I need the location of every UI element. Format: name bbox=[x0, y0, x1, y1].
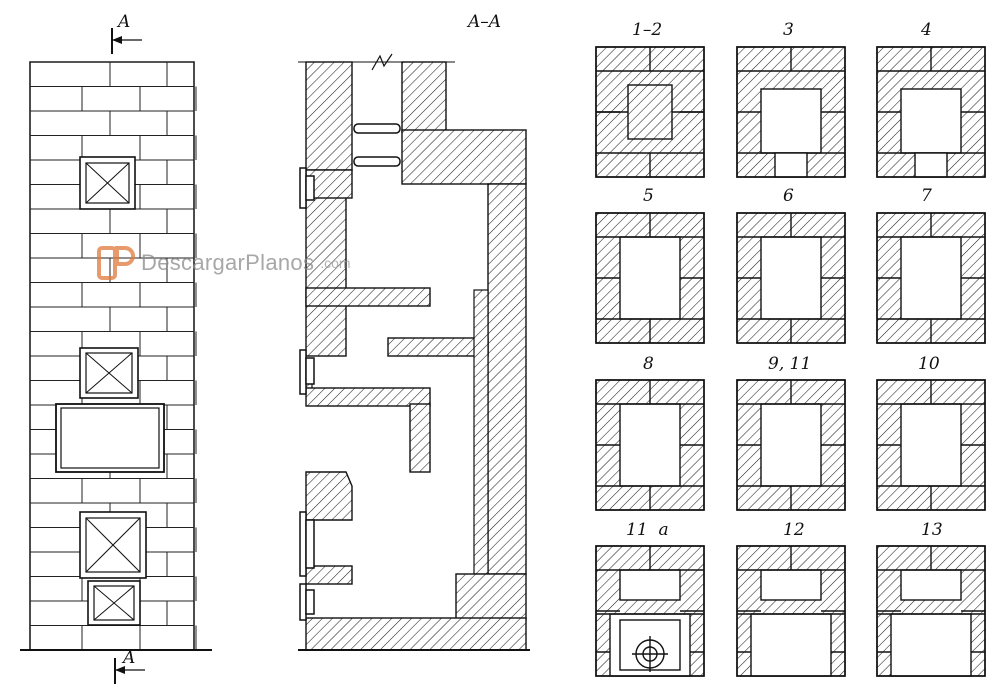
course-plan-c5 bbox=[595, 212, 705, 344]
course-plan-c11a bbox=[595, 545, 705, 677]
section-mark-label-bottom: A bbox=[123, 648, 136, 668]
front-elevation bbox=[20, 28, 212, 684]
course-plan-c4 bbox=[876, 46, 986, 178]
course-plan-c6 bbox=[736, 212, 846, 344]
upper-cleanout-door bbox=[79, 156, 136, 210]
course-plan-c911 bbox=[736, 379, 846, 511]
course-label-8: 8 bbox=[643, 354, 654, 374]
watermark-domain: .com bbox=[320, 255, 351, 271]
watermark: DescargarPlanos .com bbox=[97, 244, 351, 282]
oven-opening bbox=[55, 403, 165, 473]
section-marker-bottom bbox=[114, 658, 145, 684]
fire-door bbox=[79, 511, 147, 579]
course-label-3: 3 bbox=[783, 20, 794, 40]
section-title: A–A bbox=[468, 12, 502, 32]
course-label-1-2: 1–2 bbox=[632, 20, 663, 40]
course-label-6: 6 bbox=[783, 186, 794, 206]
course-plan-c13 bbox=[876, 545, 986, 677]
course-plans bbox=[595, 46, 986, 677]
section-view bbox=[298, 53, 530, 651]
course-label-9-11: 9, 11 bbox=[768, 354, 812, 374]
watermark-name: DescargarPlanos bbox=[141, 250, 315, 275]
course-label-11a: 11 a bbox=[626, 520, 669, 540]
course-plan-c7 bbox=[876, 212, 986, 344]
dp-logo-icon bbox=[97, 246, 135, 280]
middle-cleanout-door bbox=[79, 347, 139, 399]
course-label-10: 10 bbox=[918, 354, 940, 374]
course-label-13: 13 bbox=[921, 520, 943, 540]
course-plan-c10 bbox=[876, 379, 986, 511]
course-label-4: 4 bbox=[921, 20, 932, 40]
course-plan-c12 bbox=[595, 46, 705, 178]
course-plan-c12b bbox=[736, 545, 846, 677]
course-label-7: 7 bbox=[921, 186, 932, 206]
section-marker-top bbox=[111, 28, 142, 54]
ash-door bbox=[87, 580, 141, 626]
course-plan-c8 bbox=[595, 379, 705, 511]
section-mark-label-top: A bbox=[118, 12, 131, 32]
course-plan-c3 bbox=[736, 46, 846, 178]
course-label-5: 5 bbox=[643, 186, 654, 206]
course-label-12: 12 bbox=[783, 520, 805, 540]
